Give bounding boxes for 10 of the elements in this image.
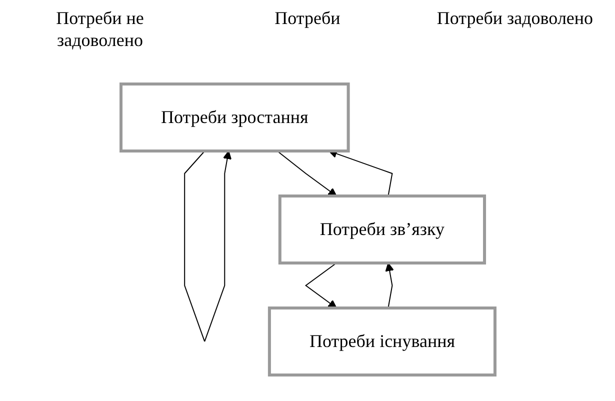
column-heading: Потреби не задоволено	[55, 8, 145, 52]
arrow	[384, 262, 394, 308]
node-box: Потреби зростання	[119, 82, 350, 152]
column-heading: Потреби	[274, 8, 342, 30]
arrow	[304, 262, 336, 308]
node-box: Потреби існування	[267, 306, 496, 376]
arrow	[276, 150, 336, 196]
column-heading: Потреби задоволено	[436, 8, 594, 30]
node-box: Потреби зв’язку	[278, 194, 486, 264]
arrow	[184, 150, 232, 342]
